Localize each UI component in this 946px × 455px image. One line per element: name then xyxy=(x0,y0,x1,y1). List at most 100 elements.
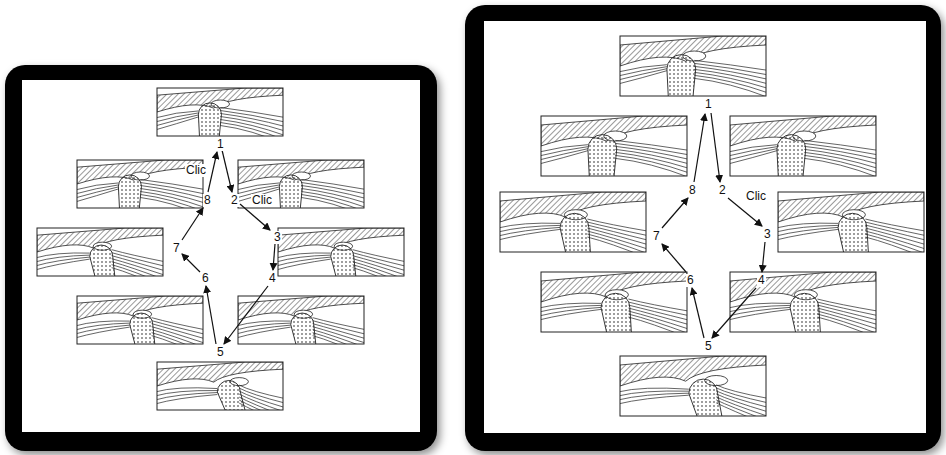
ligament-line xyxy=(37,257,90,266)
mandibular-condyle xyxy=(588,135,617,176)
muscle-fibre xyxy=(804,158,876,176)
cycle-arrow xyxy=(662,244,686,272)
ligament-line xyxy=(620,65,667,72)
mandibular-condyle xyxy=(790,293,820,332)
ligament-line xyxy=(541,305,601,312)
muscle-fibre xyxy=(220,113,283,126)
muscle-fibre xyxy=(239,391,283,408)
muscle-fibre xyxy=(817,317,876,332)
ligament-line xyxy=(157,395,217,404)
step-number: 6 xyxy=(686,274,695,287)
mandibular-condyle xyxy=(601,293,631,332)
ligament-line xyxy=(77,327,130,338)
mandibular-condyle xyxy=(279,175,302,208)
muscle-fibre xyxy=(694,66,766,79)
muscle-fibre xyxy=(140,194,203,208)
tmj-illustration xyxy=(728,116,878,178)
muscle-fibre xyxy=(220,122,283,136)
ligament-line xyxy=(238,323,291,330)
mandibular-condyle xyxy=(331,245,356,276)
ligament-line xyxy=(620,67,667,76)
ligament-line xyxy=(541,147,588,156)
tmj-illustration xyxy=(539,272,689,338)
cycle-arrow xyxy=(273,244,275,270)
muscle-fibre xyxy=(140,179,203,189)
muscle-fibre xyxy=(865,225,924,240)
ligament-line xyxy=(500,225,560,232)
cycle-arrow xyxy=(240,204,270,230)
tmj-illustration xyxy=(618,36,768,98)
muscle-fibre xyxy=(301,179,364,189)
step-number: 8 xyxy=(203,194,212,207)
ligament-line xyxy=(730,145,777,152)
ligament-line xyxy=(500,229,560,240)
figure-content xyxy=(238,160,364,208)
figure-content xyxy=(37,228,163,276)
ligament-line xyxy=(238,183,279,190)
muscle-fibre xyxy=(615,152,687,168)
ligament-line xyxy=(77,187,118,198)
figure-content xyxy=(238,296,364,344)
figure-content xyxy=(730,272,876,332)
mandibular-condyle xyxy=(560,213,590,252)
muscle-fibre xyxy=(716,394,766,412)
cycle-arrow xyxy=(692,288,704,338)
muscle-fibre xyxy=(694,60,766,70)
step-number: 6 xyxy=(201,272,210,285)
muscle-fibre xyxy=(865,237,924,252)
muscle-fibre xyxy=(313,318,364,330)
step-number: 1 xyxy=(704,98,713,111)
muscle-fibre xyxy=(694,72,766,88)
step-number: 7 xyxy=(172,242,181,255)
tmj-illustration xyxy=(498,192,648,258)
ligament-line xyxy=(541,149,588,160)
figure-content xyxy=(620,36,766,96)
muscle-fibre xyxy=(239,388,283,403)
muscle-fibre xyxy=(628,314,687,332)
muscle-fibre xyxy=(239,403,283,410)
cycle-arrow xyxy=(762,242,765,272)
ligament-line xyxy=(37,259,90,270)
ligament-line xyxy=(778,229,838,240)
cycle-arrow xyxy=(182,208,203,240)
muscle-fibre xyxy=(140,197,203,208)
muscle-fibre xyxy=(628,317,687,332)
step-number: 5 xyxy=(216,346,225,359)
mandibular-condyle xyxy=(777,135,806,176)
cycle-arrow xyxy=(222,150,232,192)
muscle-fibre xyxy=(716,391,766,408)
muscle-fibre xyxy=(220,110,283,122)
tmj-illustration xyxy=(155,88,285,144)
cycle-arrow xyxy=(711,113,720,182)
step-number: 5 xyxy=(704,340,713,353)
mandibular-condyle xyxy=(90,245,115,276)
muscle-fibre xyxy=(301,194,364,208)
muscle-fibre xyxy=(220,107,283,117)
mandibular-condyle xyxy=(198,103,221,136)
mandibular-condyle xyxy=(130,313,155,344)
tmj-illustration xyxy=(539,116,689,178)
muscle-fibre xyxy=(353,262,404,276)
step-number: 2 xyxy=(718,184,727,197)
ligament-line xyxy=(278,257,331,266)
muscle-fibre xyxy=(152,318,203,330)
muscle-fibre xyxy=(865,234,924,252)
ligament-line xyxy=(37,255,90,262)
muscle-fibre xyxy=(615,140,687,150)
ligament-line xyxy=(500,227,560,236)
muscle-fibre xyxy=(239,400,283,410)
figure-content xyxy=(157,88,283,136)
cycle-arrow xyxy=(712,288,756,338)
tmj-illustration xyxy=(155,362,285,426)
figure-content xyxy=(500,192,646,252)
mandibular-condyle xyxy=(838,213,868,252)
muscle-fibre xyxy=(353,256,404,271)
ligament-line xyxy=(778,227,838,236)
muscle-fibre xyxy=(804,140,876,150)
muscle-fibre xyxy=(301,185,364,198)
cycle-arrow xyxy=(182,254,200,272)
muscle-fibre xyxy=(817,305,876,320)
muscle-fibre xyxy=(587,225,646,240)
muscle-fibre xyxy=(804,143,876,155)
temporal-bone xyxy=(620,356,766,386)
